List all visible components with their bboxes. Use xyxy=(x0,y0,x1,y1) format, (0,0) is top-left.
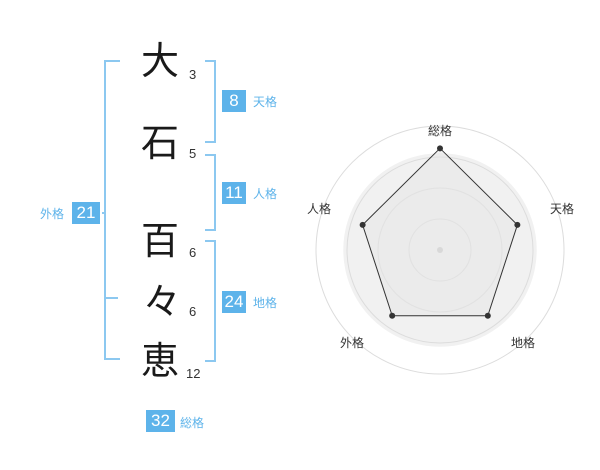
radar-point-1 xyxy=(437,145,443,152)
gaikaku-bracket-divider xyxy=(104,297,118,299)
gaikaku-bracket-connector xyxy=(102,212,104,214)
tenkaku-label: 天格 xyxy=(253,95,278,109)
soukaku-label: 総格 xyxy=(180,416,205,430)
chikaku-value-badge: 24 xyxy=(222,291,246,313)
chikaku-label: 地格 xyxy=(253,296,278,310)
stroke-count-3: 6 xyxy=(189,245,197,260)
radar-ring-4 xyxy=(315,125,565,375)
name-char-5: 恵 xyxy=(141,339,180,383)
tenkaku-value-badge: 8 xyxy=(222,90,246,112)
tenkaku-bracket xyxy=(205,60,216,143)
jinkaku-label: 人格 xyxy=(253,187,278,201)
gaikaku-bracket xyxy=(104,60,120,360)
chikaku-bracket xyxy=(205,240,216,362)
radar-point-4 xyxy=(389,312,396,319)
radar-point-3 xyxy=(484,312,491,319)
radar-point-2 xyxy=(514,221,521,228)
stroke-count-1: 3 xyxy=(189,67,197,82)
radar-label-chikaku: 地格 xyxy=(511,336,536,350)
name-char-4: 々 xyxy=(143,280,182,324)
radar-label-jinkaku: 人格 xyxy=(307,202,332,216)
radar-point-5 xyxy=(359,221,366,228)
gaikaku-label: 外格 xyxy=(40,207,65,221)
name-char-1: 大 xyxy=(141,39,180,83)
radar-label-soukaku: 総格 xyxy=(428,124,453,138)
name-char-3: 百 xyxy=(141,219,180,263)
radar-label-tenkaku: 天格 xyxy=(550,202,575,216)
radar-polygon xyxy=(362,147,518,317)
stroke-count-5: 12 xyxy=(186,366,201,381)
stroke-count-4: 6 xyxy=(189,304,197,319)
jinkaku-bracket xyxy=(205,154,216,231)
jinkaku-value-badge: 11 xyxy=(222,182,246,204)
soukaku-value-badge: 32 xyxy=(146,410,175,432)
name-char-2: 石 xyxy=(141,121,180,165)
stroke-count-2: 5 xyxy=(189,146,197,161)
gaikaku-value-badge: 21 xyxy=(72,202,100,224)
radar-label-gaikaku: 外格 xyxy=(340,336,365,350)
